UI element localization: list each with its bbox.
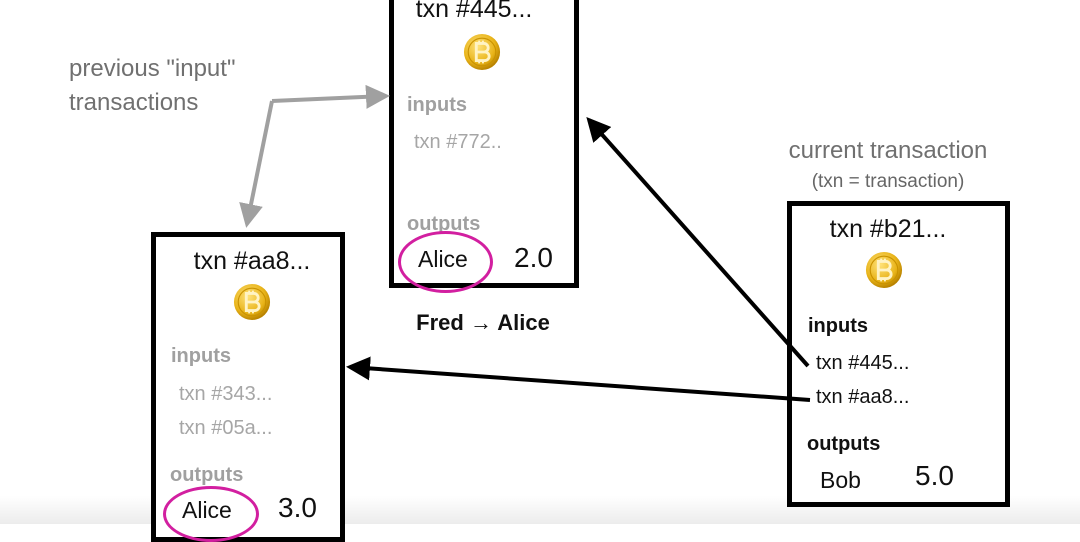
- highlight-ellipse: [398, 231, 493, 293]
- current-transaction-label: current transaction: [788, 137, 988, 164]
- annotation-line2: transactions: [69, 89, 199, 116]
- txn-445-output-name: Alice: [418, 246, 468, 272]
- annotation-line1: previous "input": [69, 55, 236, 82]
- transaction-box-b21: [787, 201, 1010, 507]
- txn-b21-input: txn #445...: [816, 352, 910, 374]
- txn-445-output-amount: 2.0: [514, 242, 553, 273]
- txn-445-input: txn #772..: [414, 131, 502, 153]
- txn-aa8-inputs-label: inputs: [171, 345, 231, 367]
- txn-b21-output-name: Bob: [820, 467, 861, 493]
- current-transaction-subtitle: (txn = transaction): [811, 171, 965, 192]
- txn-b21-title: txn #b21...: [829, 215, 947, 243]
- txn-aa8-input: txn #05a...: [179, 417, 273, 439]
- txn-aa8-title: txn #aa8...: [193, 247, 311, 275]
- annotation-arrow-to-aa8: [239, 100, 274, 228]
- link-arrow-aa8: [346, 356, 811, 402]
- txn-aa8-output-name: Alice: [182, 497, 232, 523]
- txn-445-title: txn #445...: [415, 0, 533, 23]
- txn-b21-outputs-label: outputs: [807, 433, 881, 455]
- arrows-layer: [239, 84, 811, 402]
- annotation-arrow-to-445: [271, 84, 390, 109]
- bitcoin-icon: [463, 33, 501, 71]
- txn-b21-inputs-label: inputs: [808, 315, 868, 337]
- txn-b21-output-amount: 5.0: [915, 460, 954, 491]
- txn-aa8-outputs-label: outputs: [170, 464, 244, 486]
- link-arrow-445: [586, 117, 810, 368]
- txn-aa8-input: txn #343...: [179, 383, 273, 405]
- bitcoin-icon: [233, 283, 271, 321]
- txn-445-outputs-label: outputs: [407, 213, 481, 235]
- txn-445-caption: Fred → Alice: [416, 310, 550, 335]
- txn-b21-input: txn #aa8...: [816, 386, 910, 408]
- bitcoin-icon: [865, 251, 903, 289]
- txn-445-inputs-label: inputs: [407, 94, 467, 116]
- txn-aa8-output-amount: 3.0: [278, 492, 317, 523]
